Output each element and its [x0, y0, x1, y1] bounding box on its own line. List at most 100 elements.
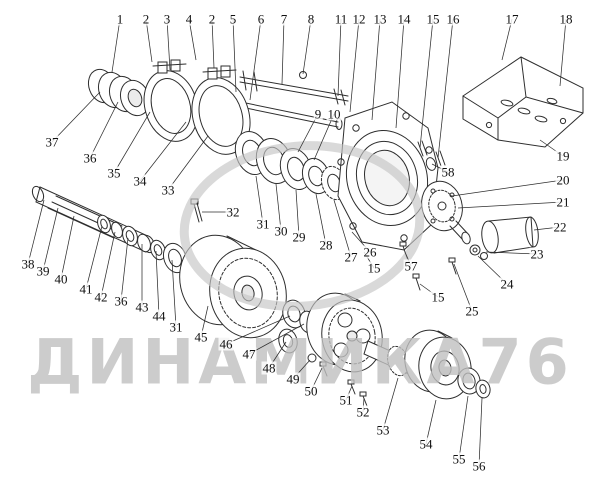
part-number-47: 47	[241, 346, 257, 362]
part-number-2: 2	[207, 11, 217, 27]
leader-line-3	[166, 18, 171, 71]
part-number-2: 2	[141, 11, 151, 27]
leader-line-27	[333, 199, 352, 258]
leader-line-18	[559, 18, 567, 87]
part-number-5: 5	[228, 11, 238, 27]
leader-line-2	[145, 18, 153, 63]
leader-line-29	[295, 189, 300, 238]
leader-line-1	[111, 18, 121, 73]
leader-line-12	[349, 18, 360, 113]
part-number-38: 38	[20, 256, 36, 272]
leader-line-23	[485, 251, 538, 255]
leader-line-42	[100, 231, 116, 298]
coupling-sleeve	[87, 68, 151, 117]
leader-line-31	[255, 175, 264, 225]
mounting-bracket	[462, 56, 584, 148]
part-number-7: 7	[279, 11, 289, 27]
part-number-21: 21	[555, 194, 571, 210]
part-number-39: 39	[35, 263, 51, 279]
leader-line-11	[337, 18, 342, 97]
cup-and-washers	[469, 216, 539, 260]
part-number-30: 30	[273, 223, 289, 239]
part-number-41: 41	[78, 281, 94, 297]
leader-line-17	[501, 18, 513, 61]
leader-line-44	[155, 250, 160, 317]
tie-rod-assembly	[233, 70, 349, 130]
watermark-text: ДИНАМИКА76	[27, 325, 573, 399]
part-number-9: 9	[313, 106, 323, 122]
part-number-58: 58	[440, 164, 456, 180]
part-number-32: 32	[225, 204, 241, 220]
part-number-49: 49	[285, 371, 301, 387]
leader-line-20	[451, 179, 564, 197]
part-number-42: 42	[93, 289, 109, 305]
leader-line-41	[85, 225, 103, 290]
part-number-56: 56	[471, 458, 487, 474]
part-number-10: 10	[326, 106, 342, 122]
leader-line-16	[437, 18, 454, 159]
leader-line-54	[425, 399, 437, 445]
part-number-12: 12	[351, 11, 367, 27]
part-number-6: 6	[256, 11, 266, 27]
part-number-3: 3	[162, 11, 172, 27]
part-number-15: 15	[425, 11, 441, 27]
part-number-36: 36	[82, 150, 98, 166]
part-number-13: 13	[372, 11, 388, 27]
leader-line-21	[457, 201, 564, 209]
leader-line-13	[371, 18, 381, 121]
part-number-55: 55	[451, 451, 467, 467]
leader-line-47	[248, 323, 305, 355]
leader-line-10	[313, 113, 335, 161]
leader-line-4	[188, 18, 197, 61]
part-number-34: 34	[132, 173, 148, 189]
band-clamp-right	[191, 65, 251, 155]
part-number-11: 11	[333, 11, 349, 27]
part-number-37: 37	[44, 134, 60, 150]
leader-line-55	[458, 395, 469, 460]
part-number-26: 26	[362, 244, 378, 260]
part-number-31: 31	[255, 216, 271, 232]
leader-line-34	[139, 121, 187, 182]
leader-line-36	[89, 101, 119, 159]
part-number-29: 29	[291, 229, 307, 245]
drive-flange	[421, 180, 471, 245]
drum-gear	[179, 234, 287, 339]
part-number-52: 52	[355, 404, 371, 420]
leader-line-40	[60, 215, 75, 280]
part-number-36: 36	[113, 293, 129, 309]
leader-line-31	[171, 259, 177, 328]
leader-line-33	[167, 135, 209, 191]
leader-line-56	[478, 397, 483, 467]
leader-line-30	[275, 183, 282, 232]
part-number-53: 53	[375, 422, 391, 438]
part-number-22: 22	[552, 219, 568, 235]
leader-line-7	[281, 18, 285, 85]
part-number-15: 15	[366, 260, 382, 276]
part-number-46: 46	[218, 336, 234, 352]
leader-line-15	[419, 18, 434, 149]
leader-line-5	[232, 18, 237, 93]
part-number-44: 44	[151, 308, 167, 324]
leader-line-53	[382, 377, 399, 431]
part-number-23: 23	[529, 246, 545, 262]
part-number-50: 50	[303, 383, 319, 399]
part-number-16: 16	[445, 11, 461, 27]
part-number-14: 14	[396, 11, 412, 27]
part-number-19: 19	[555, 148, 571, 164]
leader-line-2	[211, 18, 215, 69]
leader-line-37	[51, 91, 101, 143]
leader-line-8	[302, 18, 312, 75]
leader-line-25	[453, 263, 473, 312]
part-number-35: 35	[106, 165, 122, 181]
part-number-25: 25	[464, 303, 480, 319]
part-number-48: 48	[261, 360, 277, 376]
leader-line-46	[225, 315, 291, 345]
leader-line-38	[27, 199, 45, 265]
leader-line-39	[42, 207, 59, 272]
part-number-20: 20	[555, 172, 571, 188]
leader-line-35	[113, 111, 151, 174]
studs	[417, 140, 446, 171]
